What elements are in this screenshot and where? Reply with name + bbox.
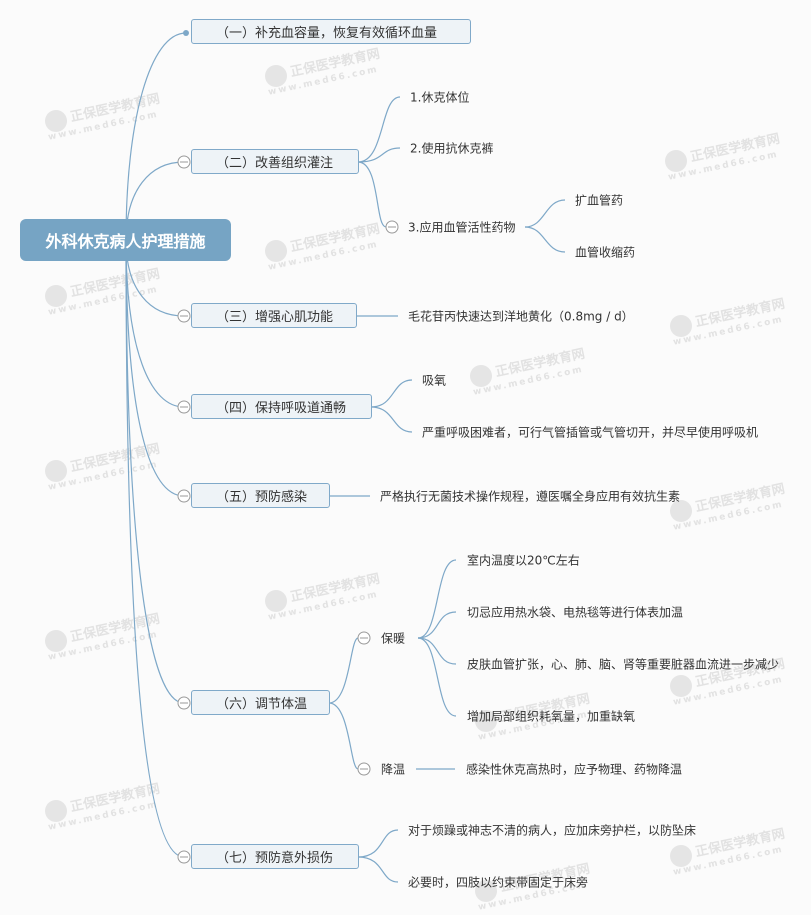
connector [125, 32, 187, 241]
root-node[interactable]: 外科休克病人护理措施 [20, 219, 231, 261]
leaf-node[interactable]: 室内温度以20℃左右 [467, 553, 580, 568]
connector [125, 239, 185, 858]
leaf-node[interactable]: 吸氧 [422, 373, 447, 388]
node-dot [183, 30, 189, 36]
branch-node[interactable]: （一）补充血容量，恢复有效循环血量 [191, 19, 471, 44]
connector [417, 559, 457, 639]
connector [357, 161, 387, 228]
branch-node[interactable]: （三）增强心肌功能 [191, 303, 357, 328]
connector [357, 829, 399, 858]
connector [125, 239, 185, 497]
connector [357, 856, 399, 883]
subtopic-node[interactable]: 3.应用血管活性药物 [408, 220, 516, 235]
connector [370, 379, 413, 408]
leaf-node[interactable]: 血管收缩药 [575, 245, 636, 260]
leaf-node[interactable]: 2.使用抗休克裤 [410, 141, 494, 156]
connector [357, 96, 401, 163]
connector [524, 226, 566, 253]
connector [370, 406, 413, 433]
leaf-node[interactable]: 扩血管药 [575, 193, 624, 208]
leaf-node[interactable]: 严重呼吸困难者，可行气管插管或气管切开，并尽早使用呼吸机 [422, 425, 759, 440]
leaf-node[interactable]: 1.休克体位 [410, 90, 470, 105]
leaf-node[interactable]: 必要时，四肢以约束带固定于床旁 [408, 875, 589, 890]
leaf-node[interactable]: 切忌应用热水袋、电热毯等进行体表加温 [467, 605, 684, 620]
subtopic-node[interactable]: 降温 [381, 762, 406, 777]
connector [357, 147, 401, 163]
branch-node[interactable]: （六）调节体温 [191, 690, 330, 715]
branch-node[interactable]: （七）预防意外损伤 [191, 844, 359, 869]
branch-node[interactable]: （五）预防感染 [191, 483, 330, 508]
connector [417, 637, 457, 717]
branch-node[interactable]: （二）改善组织灌注 [191, 149, 359, 174]
leaf-node[interactable]: 感染性休克高热时，应予物理、药物降温 [466, 762, 683, 777]
leaf-node[interactable]: 增加局部组织耗氧量，加重缺氧 [467, 709, 636, 724]
leaf-node[interactable]: 皮肤血管扩张，心、肺、脑、肾等重要脏器血流进一步减少 [467, 657, 780, 672]
leaf-node[interactable]: 毛花苷丙快速达到洋地黄化（0.8mg / d） [408, 309, 634, 324]
branch-node[interactable]: （四）保持呼吸道通畅 [191, 394, 372, 419]
connector [417, 611, 457, 639]
connector [125, 239, 185, 408]
connector [125, 239, 185, 704]
connector [524, 199, 566, 228]
collapse-icons [177, 155, 399, 864]
subtopic-node[interactable]: 保暖 [381, 631, 406, 646]
connector [417, 637, 457, 665]
connector [328, 637, 359, 704]
leaf-node[interactable]: 严格执行无菌技术操作规程，遵医嘱全身应用有效抗生素 [380, 489, 681, 504]
leaf-node[interactable]: 对于烦躁或神志不清的病人，应加床旁护栏，以防坠床 [408, 823, 697, 838]
connector [328, 702, 359, 770]
